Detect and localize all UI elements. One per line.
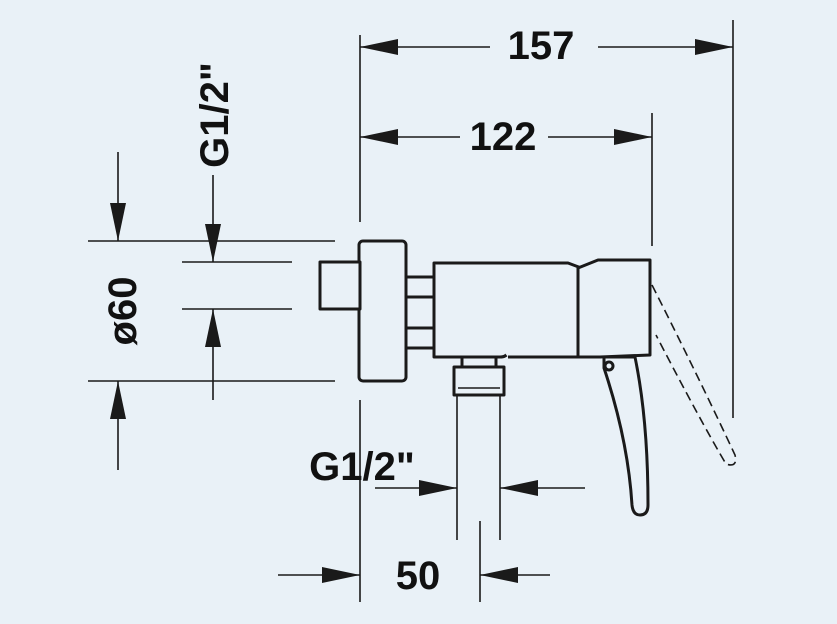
lever-handle [602, 355, 650, 517]
body-width-label: 122 [470, 115, 537, 159]
lever-handle-alt-position [651, 284, 737, 466]
dimension-body-width: 122 [360, 115, 652, 159]
mixer-body-drawing [318, 239, 737, 517]
lever-pivot [603, 360, 615, 372]
dimension-rosette-diameter: ø60 [101, 152, 145, 470]
dimension-overall-width: 157 [360, 24, 733, 68]
connector-sleeve [404, 295, 438, 330]
connector-nut-upper [404, 275, 436, 299]
outlet-spacing-label: 50 [396, 554, 441, 598]
outlet-thread-label: G1/2" [309, 445, 415, 489]
dimension-inlet-thread: G1/2" [193, 62, 237, 400]
inlet-connector [318, 260, 362, 311]
overall-width-label: 157 [508, 24, 575, 68]
dimension-outlet-spacing: 50 [278, 554, 550, 598]
lever-head [576, 258, 652, 359]
connector-nut-lower [404, 326, 436, 350]
outlet-nut [452, 365, 506, 397]
wall-rosette [357, 239, 408, 383]
dimension-outlet-thread: G1/2" [309, 445, 585, 496]
rosette-diameter-label: ø60 [101, 277, 145, 346]
inlet-thread-label: G1/2" [193, 62, 237, 168]
